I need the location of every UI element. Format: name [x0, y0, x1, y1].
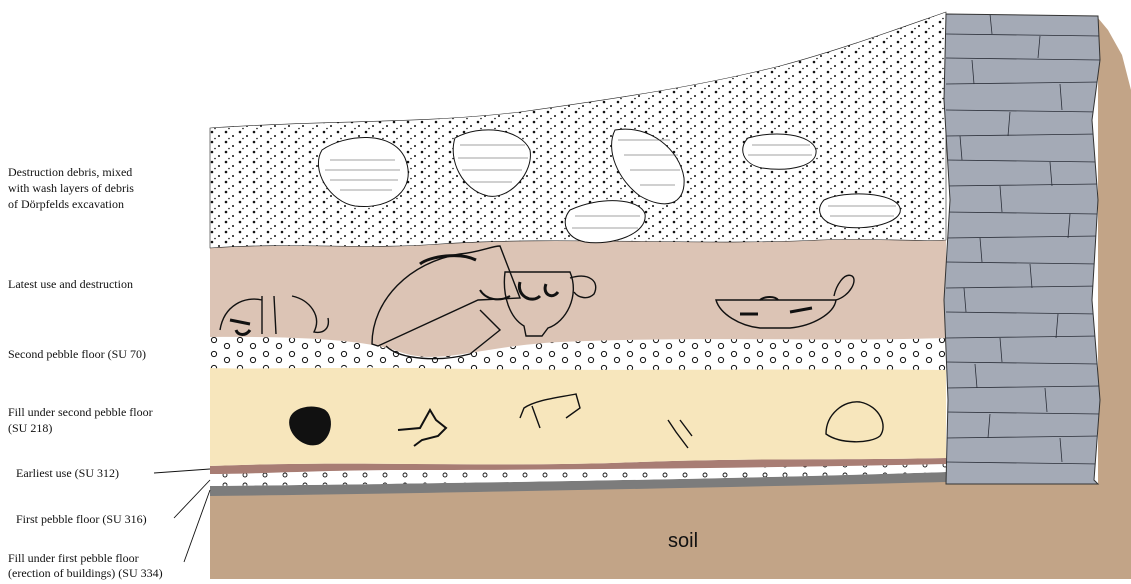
label-destruction-debris-line1: Destruction debris, mixed — [8, 164, 132, 180]
label-fill-first-line1: Fill under first pebble floor — [8, 550, 139, 566]
label-first-pebble-floor: First pebble floor (SU 316) — [16, 511, 147, 527]
label-latest-use: Latest use and destruction — [8, 276, 133, 292]
label-earliest-use: Earliest use (SU 312) — [16, 465, 119, 481]
label-fill-second-line1: Fill under second pebble floor — [8, 404, 153, 420]
label-second-pebble-floor: Second pebble floor (SU 70) — [8, 346, 146, 362]
leader-lines — [154, 469, 210, 562]
label-destruction-debris-line2: with wash layers of debris — [8, 180, 134, 196]
label-fill-second-line2: (SU 218) — [8, 420, 52, 436]
label-soil: soil — [668, 530, 698, 553]
stone-wall — [944, 14, 1100, 484]
label-destruction-debris-line3: of Dörpfelds excavation — [8, 196, 124, 212]
